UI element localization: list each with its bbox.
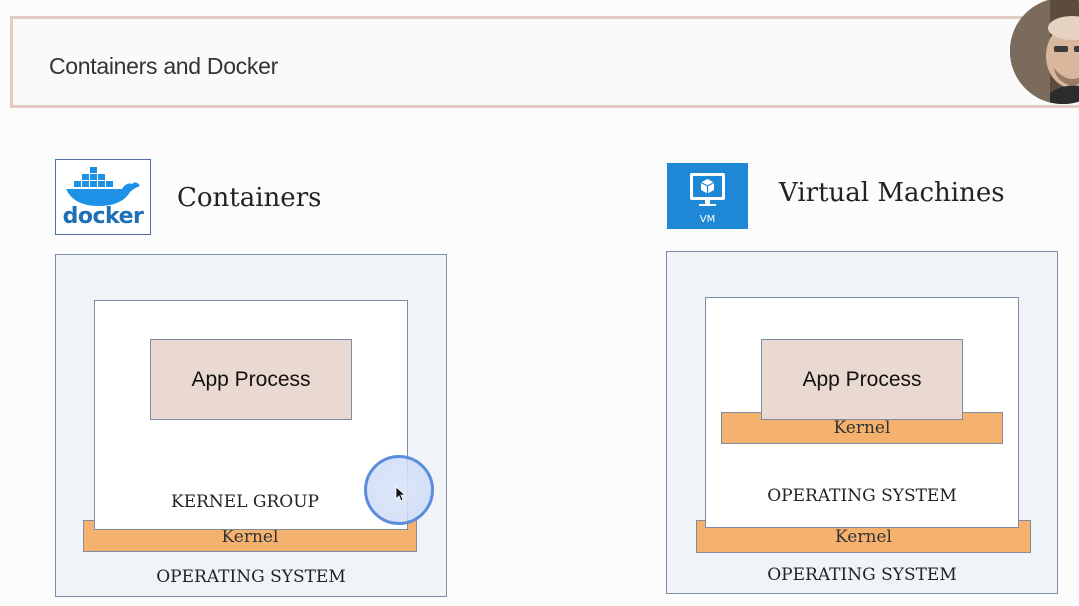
vms-heading: Virtual Machines [779, 178, 1005, 208]
vm-logo-text: VM [699, 214, 716, 225]
docker-logo-text: docker [62, 204, 144, 229]
title-bar: Containers and Docker [10, 16, 1079, 108]
containers-app-label: App Process [191, 367, 311, 391]
containers-app-process: App Process [150, 339, 352, 420]
containers-os-label: OPERATING SYSTEM [156, 567, 346, 587]
host-os-label: OPERATING SYSTEM [767, 565, 957, 585]
vms-app-process: App Process [761, 339, 963, 420]
docker-logo: docker [55, 159, 151, 235]
vms-app-label: App Process [802, 367, 922, 391]
guest-kernel-label: Kernel [833, 418, 891, 438]
vm-logo: VM [667, 163, 748, 229]
presenter-face-icon [1010, 0, 1079, 104]
kernel-group-label: KERNEL GROUP [171, 492, 319, 512]
presenter-avatar [1010, 0, 1079, 104]
containers-kernel-label: Kernel [221, 527, 279, 547]
docker-logo-icon [66, 167, 140, 206]
page-title: Containers and Docker [49, 53, 278, 79]
host-kernel-label: Kernel [835, 526, 892, 547]
guest-os-label: OPERATING SYSTEM [767, 486, 957, 506]
containers-heading: Containers [177, 183, 322, 213]
vm-monitor-icon [690, 173, 725, 206]
mouse-cursor-icon [395, 486, 407, 502]
